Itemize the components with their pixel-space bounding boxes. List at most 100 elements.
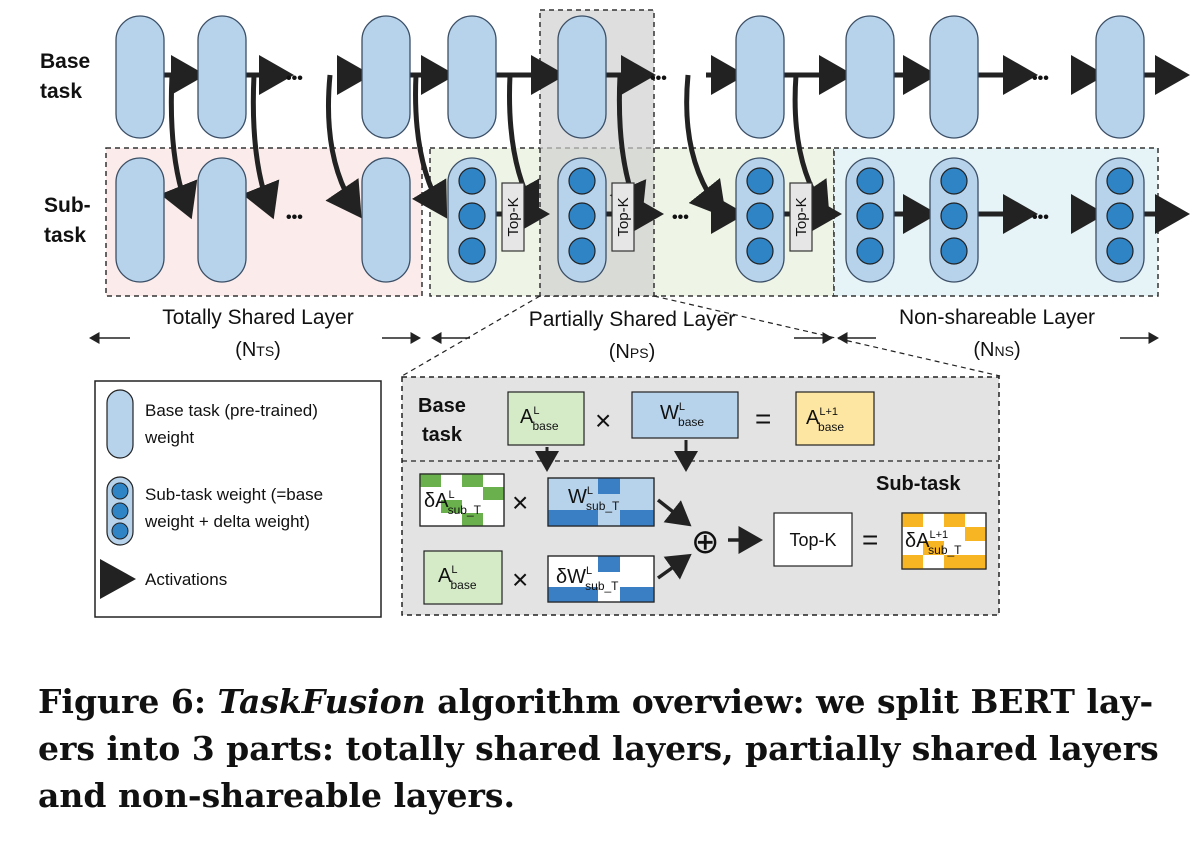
base-task-label-line1: Base xyxy=(40,50,90,73)
cross-activation-arrow xyxy=(242,74,280,220)
oplus-operator: ⊕ xyxy=(691,523,720,561)
detail-base-task-label-1: Base xyxy=(418,395,466,417)
times-1: × xyxy=(595,405,611,436)
legend-base-weight-swatch xyxy=(106,389,134,459)
base-weight-node xyxy=(447,15,497,139)
sub-weight-unit xyxy=(1106,167,1134,195)
times-2: × xyxy=(512,487,528,518)
sub-weight-unit xyxy=(568,202,596,230)
cross-activation-arrow xyxy=(411,74,448,219)
non-shareable-symbol: (NNS) xyxy=(973,339,1020,361)
ellipsis-base-3: ••• xyxy=(1032,70,1049,87)
detail-base-task-label-2: task xyxy=(422,424,463,446)
detail-sub-task-label: Sub-task xyxy=(876,473,961,495)
caption-text: algorithm overview: we split BERT lay-er… xyxy=(38,682,1159,815)
w-base-box xyxy=(631,391,739,439)
sub-task-label-line1: Sub- xyxy=(44,194,91,217)
legend: Base task (pre-trained) weight Sub-task … xyxy=(94,380,382,618)
sub-weight-unit xyxy=(568,237,596,265)
base-weight-node xyxy=(197,15,247,139)
weight-nodes xyxy=(115,15,1145,283)
sub-weight-unit xyxy=(458,237,486,265)
base-weight-node xyxy=(557,15,607,139)
base-weight-node xyxy=(845,15,895,139)
cross-activation-arrow xyxy=(792,74,830,219)
shared-sub-weight-node xyxy=(197,157,247,283)
base-weight-node xyxy=(361,15,411,139)
a-base-box xyxy=(507,391,585,446)
base-weight-node xyxy=(115,15,165,139)
taskfusion-diagram: Base task Sub- task Top-K Top-K Top-K ••… xyxy=(40,9,1190,618)
sub-weight-unit xyxy=(856,237,884,265)
legend-base-weight-label-1: Base task (pre-trained) xyxy=(145,401,318,420)
a-base-box-2 xyxy=(423,550,503,605)
ellipsis-base-2: ••• xyxy=(650,70,667,87)
legend-base-weight-label-2: weight xyxy=(144,428,194,447)
cross-activation-arrow xyxy=(325,74,362,219)
partially-shared-label: Partially Shared Layer xyxy=(529,308,736,331)
topk-box-3: Top-K xyxy=(789,182,813,252)
base-weight-node xyxy=(735,15,785,139)
caption-prefix: Figure 6: xyxy=(38,682,218,721)
base-task-label-line2: task xyxy=(40,80,82,103)
svg-text:Top-K: Top-K xyxy=(793,197,810,236)
sub-weight-unit xyxy=(856,202,884,230)
topk-detail-label: Top-K xyxy=(789,530,836,550)
sub-weight-unit xyxy=(746,237,774,265)
legend-sub-weight-label-1: Sub-task weight (=base xyxy=(145,485,323,504)
ellipsis-sub-2: ••• xyxy=(672,209,689,226)
ellipsis-sub-3: ••• xyxy=(1032,209,1049,226)
cross-activation-arrow xyxy=(684,74,727,218)
topk-box-2: Top-K xyxy=(611,182,635,252)
shared-sub-weight-node xyxy=(115,157,165,283)
sub-task-label-line2: task xyxy=(44,224,86,247)
sub-weight-unit xyxy=(1106,237,1134,265)
sub-weight-unit xyxy=(856,167,884,195)
base-weight-node xyxy=(929,15,979,139)
cross-activation-arrow xyxy=(160,74,198,220)
activation-arrows xyxy=(160,55,1190,234)
totally-shared-symbol: (NTS) xyxy=(235,339,281,361)
cross-activation-arrow xyxy=(504,74,540,219)
legend-sub-weight-label-2: weight + delta weight) xyxy=(144,512,310,531)
equals-1: = xyxy=(755,403,771,434)
topk-box-1: Top-K xyxy=(501,182,525,252)
sub-weight-unit xyxy=(1106,202,1134,230)
base-weight-node xyxy=(1095,15,1145,139)
ellipsis-base-1: ••• xyxy=(286,70,303,87)
sub-weight-unit xyxy=(746,167,774,195)
equals-2: = xyxy=(862,524,878,555)
times-3: × xyxy=(512,564,528,595)
shared-sub-weight-node xyxy=(361,157,411,283)
sub-weight-unit xyxy=(746,202,774,230)
a-base-next-box xyxy=(795,391,875,446)
non-shareable-label: Non-shareable Layer xyxy=(899,306,1095,329)
totally-shared-label: Totally Shared Layer xyxy=(162,306,353,329)
svg-text:Top-K: Top-K xyxy=(505,197,522,236)
ellipsis-sub-1: ••• xyxy=(286,209,303,226)
caption-method-name: TaskFusion xyxy=(217,682,426,721)
partially-shared-symbol: (NPS) xyxy=(609,341,655,363)
svg-text:Top-K: Top-K xyxy=(615,197,632,236)
legend-activations-label: Activations xyxy=(145,570,227,589)
sub-weight-unit xyxy=(940,202,968,230)
sub-weight-unit xyxy=(568,167,596,195)
sub-weight-unit xyxy=(458,202,486,230)
figure-caption: Figure 6: TaskFusion algorithm overview:… xyxy=(38,678,1178,819)
sub-weight-unit xyxy=(458,167,486,195)
sub-weight-unit xyxy=(940,237,968,265)
topk-detail-box xyxy=(773,512,853,567)
